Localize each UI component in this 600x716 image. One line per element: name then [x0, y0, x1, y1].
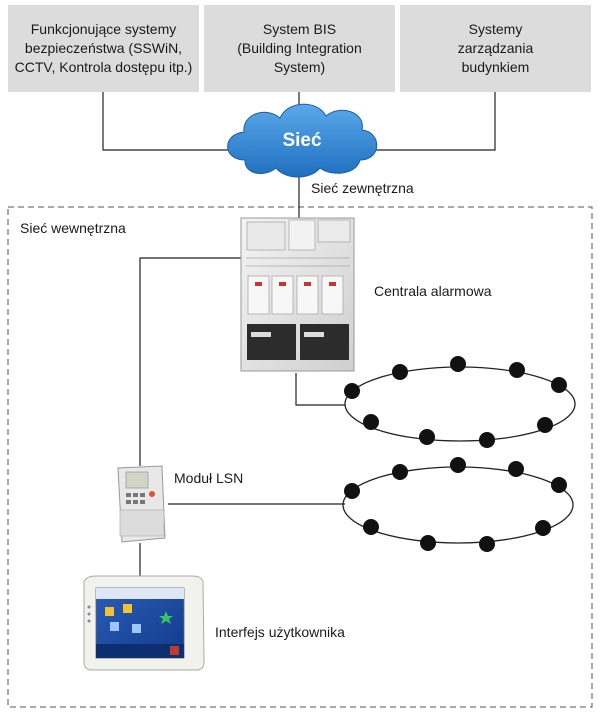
user-interface-label: Interfejs użytkownika — [215, 624, 345, 640]
box-line: CCTV, Kontrola dostępu itp.) — [14, 59, 193, 75]
detector-loop-1 — [344, 356, 576, 448]
box-system-bis: System BIS (Building Integration System) — [204, 5, 395, 92]
box-line: Funkcjonujące systemy — [30, 21, 177, 37]
box-building-management: Systemy zarządzania budynkiem — [400, 5, 591, 92]
cloud-label: Sieć — [282, 130, 322, 151]
box-line: System BIS — [262, 21, 337, 37]
internal-network-boundary — [7, 206, 593, 708]
lsn-module-label: Moduł LSN — [174, 470, 244, 486]
box-line: zarządzania — [457, 40, 534, 56]
box-line: (Building Integration — [237, 40, 362, 56]
box-existing-security-systems: Funkcjonujące systemy bezpieczeństwa (SS… — [8, 5, 199, 92]
detector-loop-2 — [342, 457, 574, 552]
box-line: System) — [273, 59, 326, 75]
alarm-panel-label: Centrala alarmowa — [374, 283, 492, 299]
connector-lines — [102, 92, 496, 576]
cloud-icon — [227, 103, 378, 178]
external-network-label: Sieć zewnętrzna — [311, 180, 414, 196]
user-interface-device — [83, 575, 205, 671]
box-line: bezpieczeństwa (SSWiN, — [24, 40, 183, 56]
alarm-panel-device — [240, 217, 355, 372]
box-line: Systemy — [468, 21, 523, 37]
internal-network-label: Sieć wewnętrzna — [20, 220, 126, 236]
box-line: budynkiem — [461, 59, 530, 75]
lsn-module-device — [117, 465, 166, 543]
